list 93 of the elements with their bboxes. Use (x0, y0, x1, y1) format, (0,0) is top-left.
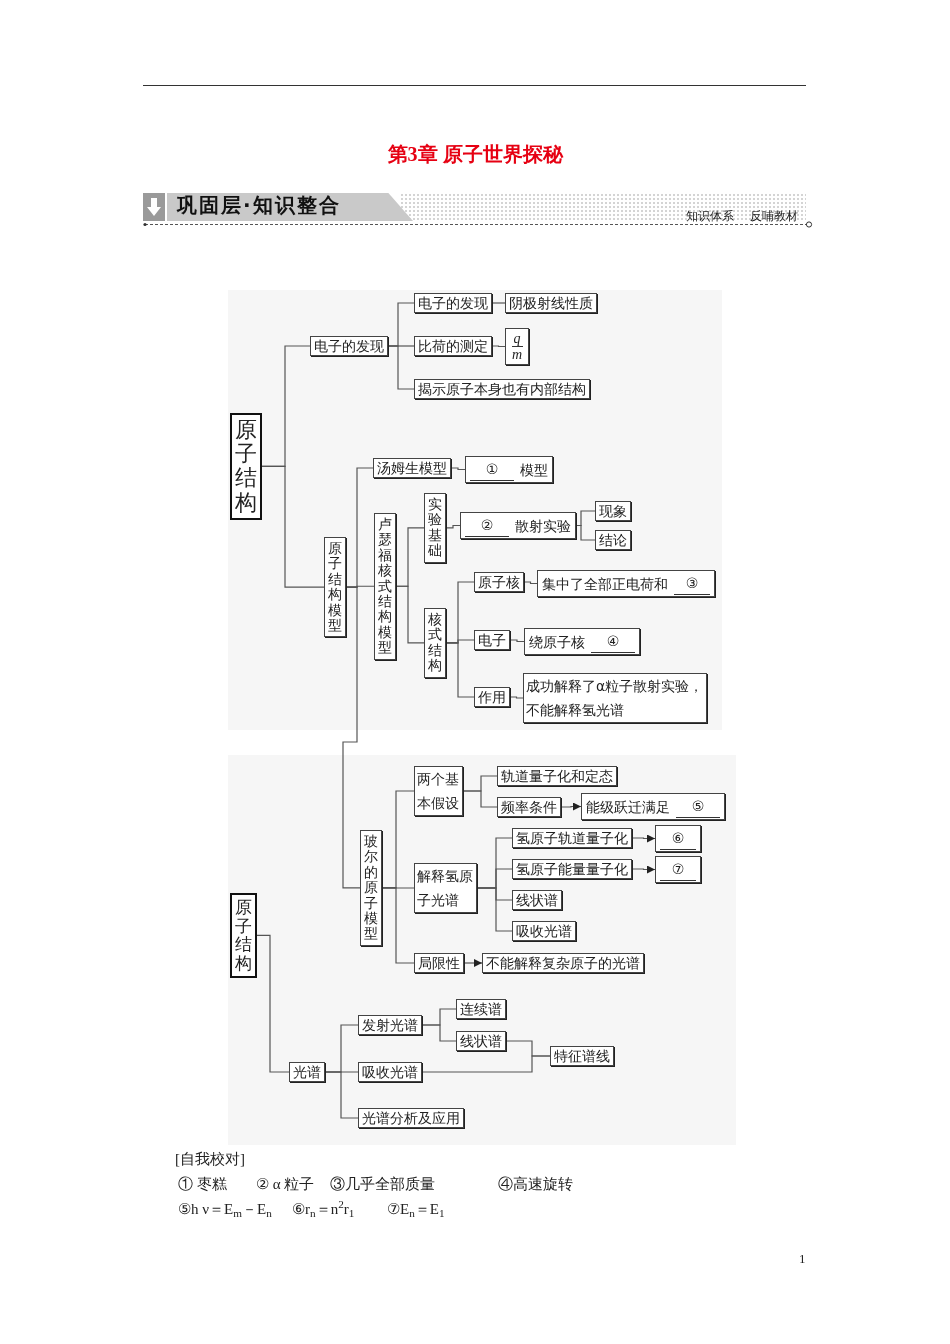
concept-box: 氢原子能量量子化 (512, 859, 632, 879)
concept-box: 发射光谱 (358, 1015, 422, 1035)
concept-box: 局限性 (414, 953, 464, 973)
concept-box (524, 628, 640, 655)
arrow (463, 959, 483, 967)
concept-box (537, 570, 715, 597)
concept-box: 特征谱线 (550, 1046, 614, 1066)
concept-box: 线状谱 (512, 890, 562, 910)
connector-line (523, 581, 538, 585)
answer-item: ④高速旋转 (498, 1175, 573, 1194)
answer-blank: ④ (591, 630, 635, 653)
concept-box: 光谱分析及应用 (358, 1108, 464, 1128)
vertical-concept-box: 原子结构模型 (324, 537, 346, 638)
box-text: 集中了全部正电荷和 (542, 574, 668, 594)
concept-box: 现象 (595, 501, 631, 521)
concept-box: 连续谱 (456, 999, 506, 1019)
concept-box: 光谱 (289, 1062, 325, 1082)
answer-blank: ② (465, 514, 509, 537)
concept-box: 电子的发现 (310, 336, 388, 356)
answer-item: ② α 粒子 (256, 1175, 315, 1194)
concept-box: 电子的发现 (414, 293, 492, 313)
concept-box: 阴极射线性质 (505, 293, 597, 313)
concept-box: 揭示原子本身也有内部结构 (414, 379, 590, 399)
section-heading: [自我校对] (175, 1150, 245, 1169)
answer-item: ⑦E$_{n}$＝E$_{1}$ (387, 1200, 445, 1221)
arrow (631, 834, 656, 843)
connector-line (421, 1024, 457, 1042)
connector-line (445, 642, 475, 698)
concept-box: 比荷的测定 (414, 336, 492, 356)
fraction-denominator: m (511, 347, 524, 362)
concept-box: 频率条件 (497, 797, 561, 817)
connector-line (450, 467, 466, 471)
connector-line (491, 345, 506, 348)
box-text: 能级跃迁满足 (586, 797, 670, 817)
concept-box: 不能解释复杂原子的光谱 (482, 953, 644, 973)
vertical-concept-box: 卢瑟福核式结构模型 (374, 513, 396, 660)
answer-item: ③几乎全部质量 (330, 1175, 435, 1194)
chapter-title: 第3章 原子世界探秘 (387, 142, 563, 167)
vertical-concept-box: 原子结构 (230, 413, 262, 520)
box-text: 绕原子核 (529, 632, 585, 652)
vertical-concept-box: 核式结构 (424, 608, 446, 678)
concept-box: 作用 (474, 687, 510, 707)
concept-box (655, 856, 701, 883)
box-text: 散射实验 (515, 516, 571, 536)
concept-box: 轨道量子化和定态 (497, 766, 617, 786)
concept-box: 氢原子轨道量子化 (512, 828, 632, 848)
concept-box: 成功解释了α粒子散射实验，不能解释氢光谱 (523, 673, 707, 723)
vertical-concept-box: 实验基础 (424, 493, 446, 563)
connector-line (324, 1071, 359, 1119)
vertical-concept-box: 玻尔的原子模型 (360, 830, 382, 946)
answer-item: ⑥r$_{n}$＝n$^{2}$r$_{1}$ (292, 1198, 355, 1221)
concept-box: 吸收光谱 (512, 921, 576, 941)
answer-blank: ⑤ (676, 795, 720, 818)
section-tag: 知识体系 (686, 207, 734, 225)
connector-line (395, 585, 425, 644)
concept-box (460, 512, 576, 539)
connector-line (256, 934, 290, 1073)
connector-line (387, 345, 415, 390)
fraction-box (505, 328, 530, 365)
concept-box: 两个基本假设 (414, 766, 463, 816)
box-text: 模型 (520, 460, 548, 480)
concept-box (581, 793, 725, 820)
concept-box: 汤姆生模型 (373, 458, 451, 478)
answer-item: ⑤h ν＝E$_{m}$－E$_{n}$ (178, 1200, 272, 1221)
connector-line (509, 639, 525, 643)
concept-box (655, 825, 701, 852)
answer-blank: ① (470, 458, 514, 481)
concept-box: 结论 (595, 530, 631, 550)
concept-box: 解释氢原子光谱 (414, 863, 477, 913)
connector-line (509, 696, 524, 699)
banner-title: 巩固层·知识整合 (177, 192, 341, 219)
concept-box: 线状谱 (456, 1031, 506, 1051)
concept-box (465, 456, 553, 483)
connector-line (421, 1055, 551, 1073)
section-tag: 反哺教材 (750, 207, 798, 225)
concept-box: 吸收光谱 (358, 1062, 422, 1082)
connector-line (381, 887, 415, 964)
connector-line (342, 586, 361, 889)
concept-box: 电子 (474, 630, 510, 650)
answer-blank: ⑥ (660, 827, 696, 850)
answer-item: ① 枣糕 (178, 1175, 227, 1194)
connector-line (491, 302, 506, 304)
page-number: 1 (799, 1250, 806, 1268)
arrow (631, 865, 656, 874)
answer-blank: ⑦ (660, 858, 696, 881)
answer-blank: ③ (674, 572, 710, 595)
vertical-concept-box: 原子结构 (230, 893, 257, 978)
arrow (560, 802, 582, 811)
connector-line (462, 790, 498, 808)
connector-line (261, 465, 325, 588)
concept-box: 原子核 (474, 572, 524, 592)
fraction-numerator: q (511, 331, 523, 347)
connector-line (476, 887, 513, 932)
